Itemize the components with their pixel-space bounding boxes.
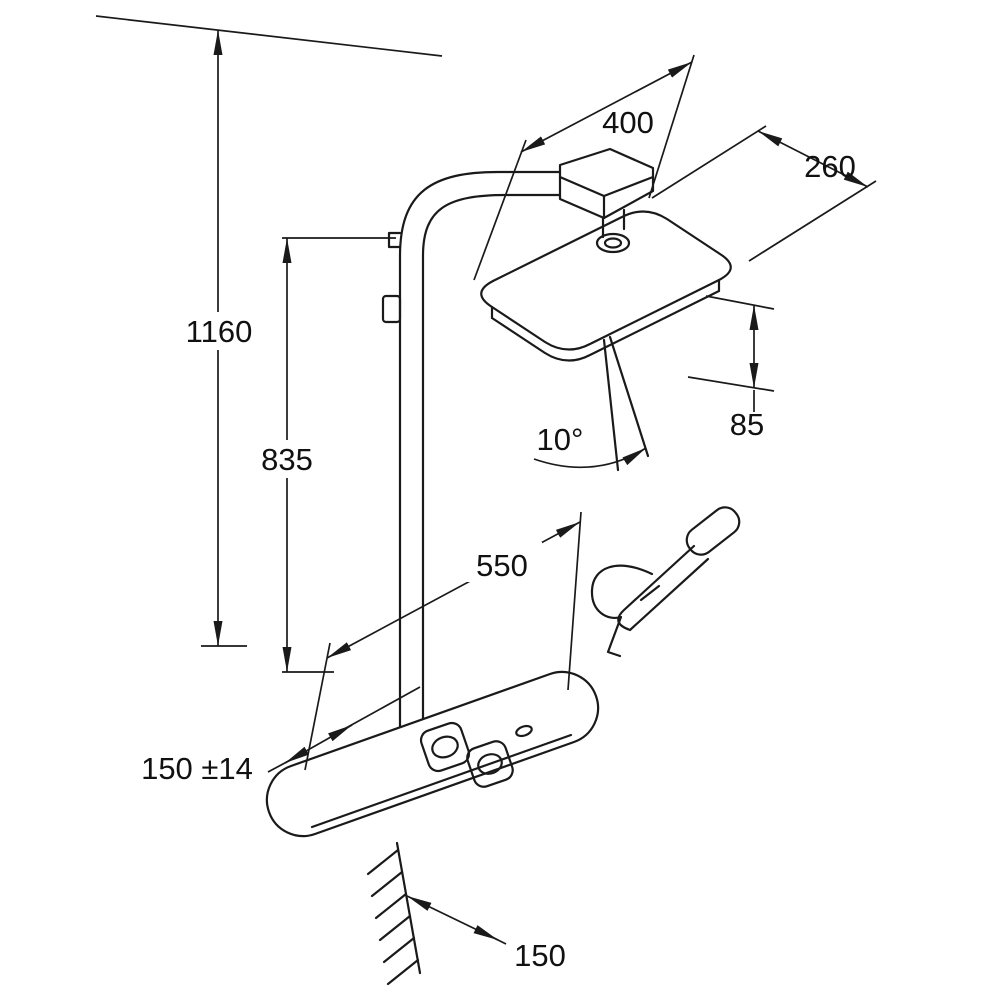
dim-head-drop: 85 — [687, 295, 775, 442]
dim-head-width: 400 — [473, 54, 695, 281]
ext-line — [687, 376, 775, 392]
dim-label-shelf-length: 550 — [476, 548, 528, 583]
knob-right-button — [477, 753, 503, 775]
overhead-shower-plate — [480, 210, 732, 362]
dim-base-depth: 150 — [406, 895, 566, 973]
ext-line — [705, 295, 775, 310]
ext-line — [748, 180, 877, 262]
control-knob-left — [419, 721, 471, 773]
dim-line — [406, 895, 499, 941]
control-knob-right — [466, 740, 514, 788]
spray-tilt-line — [608, 335, 650, 458]
hand-shower-head — [685, 506, 741, 556]
shelf-outline — [265, 670, 600, 838]
label-mask — [462, 542, 542, 582]
shower-unit — [265, 147, 741, 986]
dim-label-wall-offset: 150 ±14 — [141, 751, 253, 786]
knob-left-button — [431, 735, 459, 759]
angle-arc — [533, 447, 647, 469]
dim-line — [284, 724, 353, 764]
ext-line — [567, 511, 582, 691]
ext-line — [345, 686, 421, 729]
dim-label-base-depth: 150 — [514, 938, 566, 973]
head-connector — [558, 147, 655, 254]
dim-label-spray-angle: 10° — [537, 422, 584, 457]
spray-lines — [602, 335, 650, 472]
label-mask — [182, 312, 256, 350]
dim-total-height: 1160 — [95, 15, 443, 647]
wall-line — [395, 841, 422, 975]
dim-rail-height: 835 — [256, 237, 396, 673]
holder-clamp-line — [639, 584, 661, 602]
dim-line — [326, 521, 581, 659]
dim-label-head-depth: 260 — [804, 149, 856, 184]
rail-inner-line — [421, 193, 562, 721]
shelf-front-edge-line — [310, 733, 573, 829]
rail-outer-line — [398, 170, 562, 729]
dim-wall-offset: 150 ±14 — [141, 686, 421, 786]
dimensions: 1160 835 400 260 — [95, 15, 877, 973]
hand-shower — [590, 506, 741, 658]
dim-label-head-width: 400 — [602, 105, 654, 140]
inlet-ring-inner — [603, 237, 623, 249]
dim-label-rail-height: 835 — [261, 442, 313, 477]
dim-spray-angle: 10° — [533, 422, 647, 469]
ext-line — [651, 125, 767, 199]
label-mask — [256, 440, 318, 478]
brand-mark — [515, 724, 533, 738]
dim-label-head-drop: 85 — [730, 407, 764, 442]
knob-left-outline — [419, 721, 471, 773]
shower-rail — [381, 170, 562, 729]
dim-line — [520, 61, 693, 153]
dim-head-depth: 260 — [651, 125, 877, 262]
dim-shelf-length: 550 — [304, 511, 582, 771]
hatch-lines — [366, 848, 420, 986]
ext-line — [473, 139, 527, 281]
thermostat-shelf — [265, 670, 600, 838]
plate-outline — [480, 210, 732, 351]
knob-right-outline — [466, 740, 514, 788]
connector-block-edges — [558, 175, 655, 220]
plate-thickness-edge — [490, 278, 721, 362]
wall-section-hatch — [366, 841, 422, 986]
hand-shower-handle — [617, 544, 710, 632]
dim-label-total-height: 1160 — [186, 314, 253, 349]
rail-bracket — [387, 231, 402, 249]
rail-slider-bracket — [381, 294, 402, 324]
spray-plumb-line — [602, 338, 620, 472]
ext-line — [304, 642, 331, 771]
inlet-ring-outer — [595, 232, 631, 254]
ext-line — [95, 15, 443, 57]
hand-shower-holder — [590, 564, 654, 658]
dim-line — [757, 130, 869, 188]
